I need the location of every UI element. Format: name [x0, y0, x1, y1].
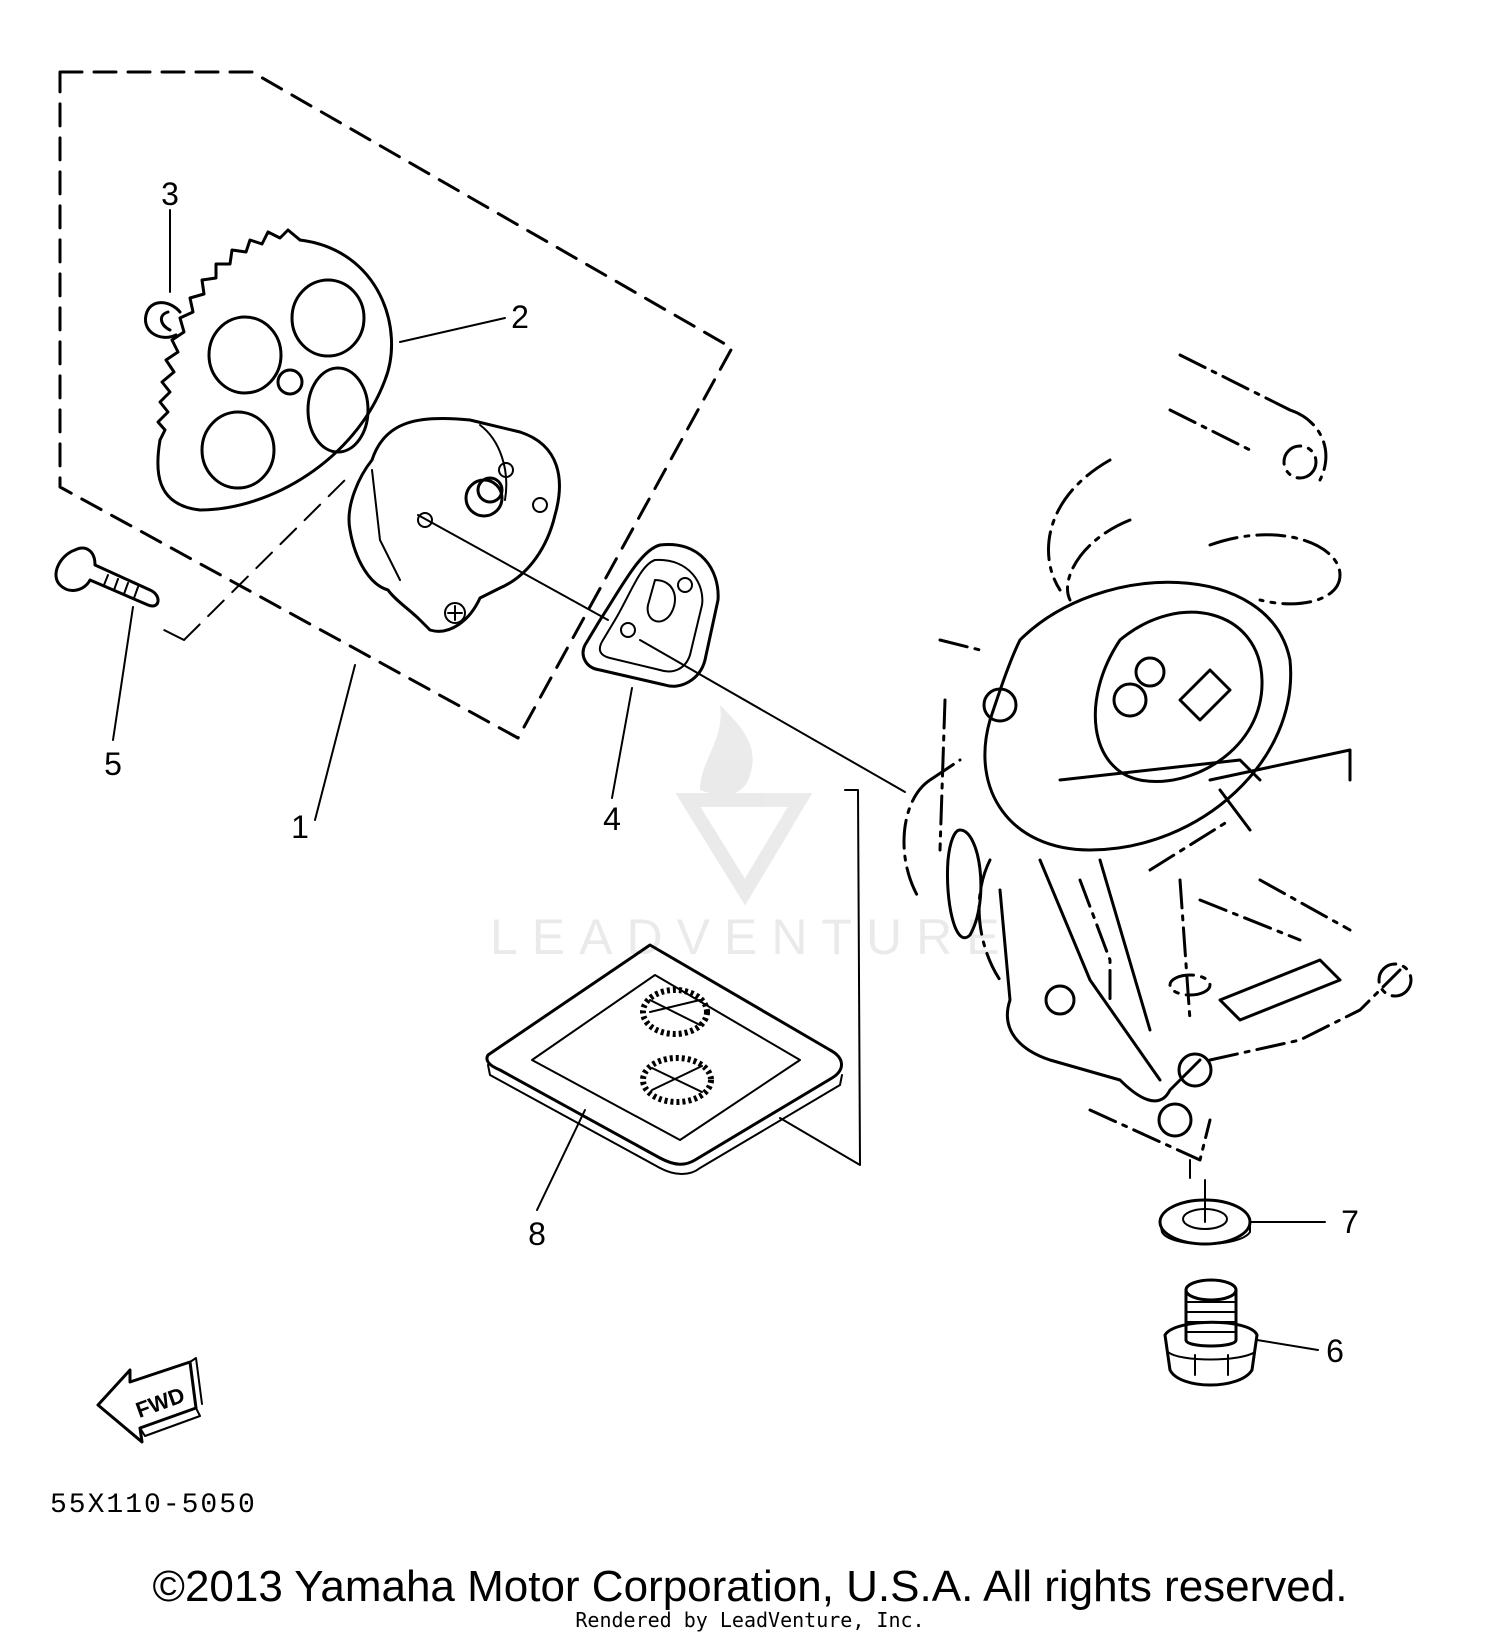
callout-6: 6	[1326, 1333, 1344, 1369]
leader-8	[536, 1109, 586, 1211]
fwd-label: FWD	[132, 1382, 188, 1423]
pump-body	[347, 416, 561, 633]
leader-1	[314, 664, 356, 821]
callout-7: 7	[1341, 1204, 1359, 1240]
callout-8: 8	[528, 1216, 546, 1252]
callout-1: 1	[291, 809, 309, 845]
leader-6	[1256, 1339, 1319, 1351]
circlip	[144, 301, 182, 339]
leader-5	[112, 606, 134, 741]
assembly-boundary-inner	[159, 474, 351, 641]
callout-4: 4	[603, 801, 621, 837]
gasket	[581, 542, 720, 688]
alignment-line-pump	[417, 514, 906, 793]
callout-3: 3	[161, 176, 179, 212]
bolt	[54, 546, 160, 608]
callout-2: 2	[511, 299, 529, 335]
forward-arrow: FWD	[96, 1357, 203, 1444]
watermark-text: LEADVENTURE	[490, 909, 1014, 965]
crankcase	[902, 353, 1413, 1162]
leader-2	[399, 317, 506, 343]
drain-plug	[1163, 1278, 1259, 1387]
diagram-code: 55X110-5050	[50, 1490, 257, 1521]
leader-4	[611, 687, 633, 799]
alignment-line-strainer	[779, 789, 861, 1166]
copyright-notice: ©2013 Yamaha Motor Corporation, U.S.A. A…	[152, 1562, 1348, 1611]
drive-gear	[156, 228, 394, 512]
callout-5: 5	[104, 746, 122, 782]
assembly-boundary	[58, 70, 734, 740]
watermark-logo	[675, 705, 813, 906]
oil-strainer	[485, 943, 843, 1175]
rendered-by-notice: Rendered by LeadVenture, Inc.	[575, 1608, 925, 1632]
